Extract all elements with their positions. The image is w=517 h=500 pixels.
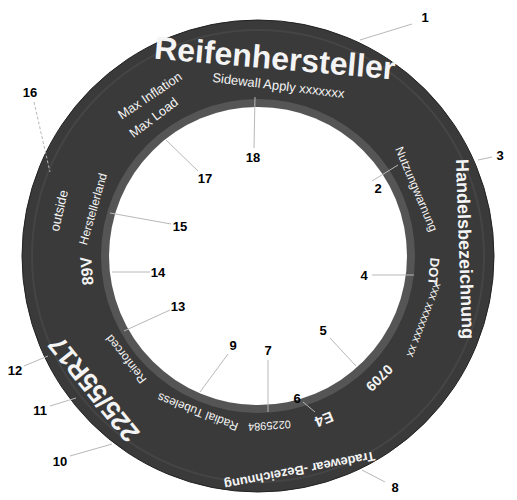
- callout-number: 15: [173, 220, 187, 233]
- callout-number: 6: [293, 392, 300, 405]
- leader-line: [330, 338, 356, 366]
- leader-line: [166, 140, 198, 171]
- callout-number: 17: [198, 172, 212, 185]
- leader-line: [112, 272, 150, 273]
- callout-number: 7: [264, 344, 271, 357]
- leader-line: [372, 165, 398, 181]
- callout-number: 2: [374, 182, 381, 195]
- rim-ring: [101, 99, 415, 413]
- leader-line: [360, 24, 412, 40]
- callout-number: 1: [421, 11, 428, 24]
- leader-line: [110, 213, 171, 224]
- callout-number: 18: [246, 151, 260, 164]
- callout-number: 12: [8, 364, 22, 377]
- leader-line: [50, 398, 76, 406]
- leader-line: [124, 310, 170, 331]
- tire-hole: [109, 107, 407, 405]
- leader-line: [303, 402, 315, 412]
- leader-line: [372, 275, 414, 276]
- callout-number: 13: [171, 300, 185, 313]
- leader-lines: [24, 24, 492, 482]
- tire-sidewall: [22, 20, 494, 492]
- callout-number: 11: [33, 404, 47, 417]
- leader-line: [24, 356, 48, 366]
- leader-line: [34, 102, 50, 172]
- leader-line: [362, 470, 385, 482]
- callout-number: 16: [23, 86, 37, 99]
- sidewall-marking: 0225984: [248, 419, 291, 433]
- sidewall-marking: 89V: [78, 256, 96, 286]
- callout-number: 4: [360, 269, 367, 282]
- callout-number: 5: [319, 324, 326, 337]
- leader-line: [200, 354, 228, 392]
- leader-line: [70, 444, 112, 456]
- callout-number: 9: [229, 339, 236, 352]
- leader-line: [254, 97, 255, 148]
- callout-number: 10: [53, 455, 67, 468]
- leader-line: [478, 157, 492, 160]
- callout-number: 8: [391, 481, 398, 494]
- callout-number: 3: [496, 149, 503, 162]
- leader-line: [268, 360, 269, 412]
- callout-number: 14: [151, 266, 165, 279]
- tire-groove: [32, 30, 484, 482]
